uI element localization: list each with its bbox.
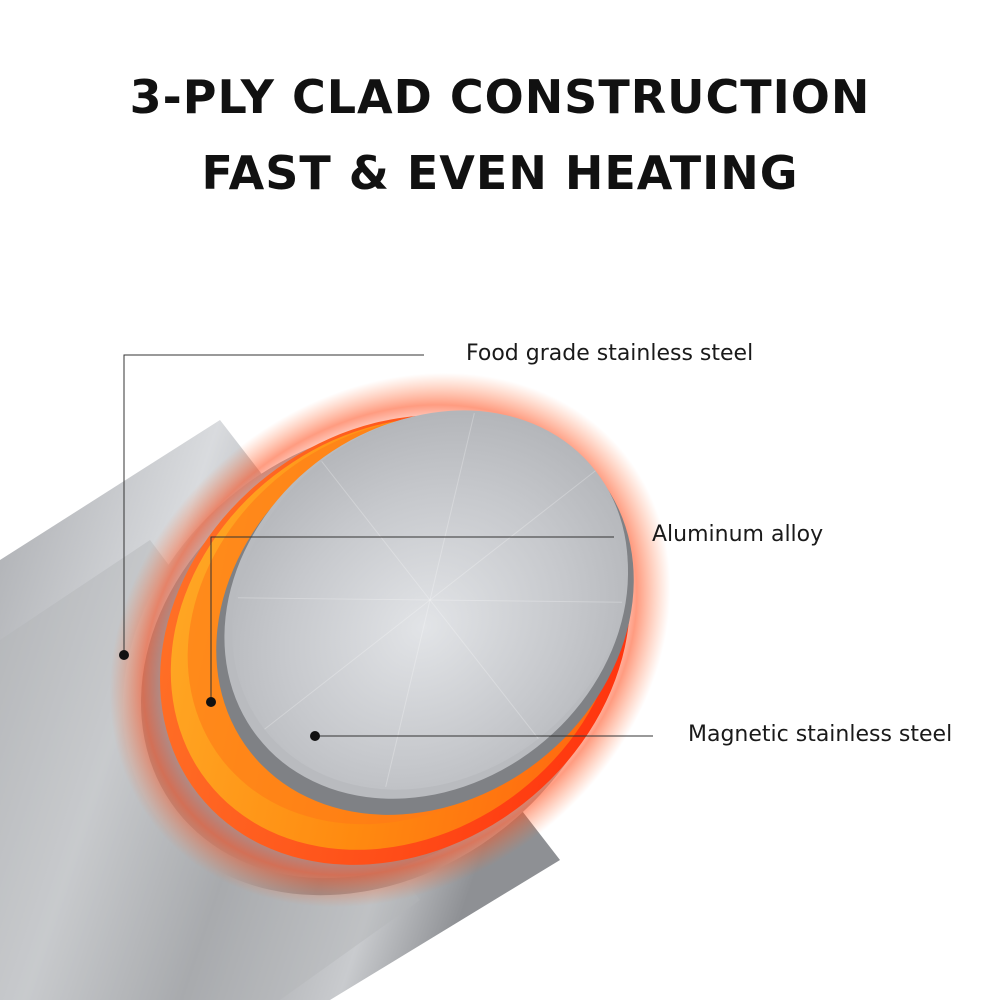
top-disc xyxy=(232,410,628,790)
callout-label-food-grade: Food grade stainless steel xyxy=(466,341,754,366)
callout-dots xyxy=(119,650,320,741)
callout-label-aluminum: Aluminum alloy xyxy=(652,522,824,547)
callout-dot-aluminum xyxy=(206,697,216,707)
callout-dot-food-grade xyxy=(119,650,129,660)
headline-line-2: FAST & EVEN HEATING xyxy=(201,146,799,200)
callout-dot-magnetic xyxy=(310,731,320,741)
callout-line-aluminum xyxy=(210,536,614,702)
callout-lines xyxy=(123,354,653,737)
headline-line-1: 3-PLY CLAD CONSTRUCTION xyxy=(129,70,871,124)
callout-label-magnetic: Magnetic stainless steel xyxy=(688,722,953,747)
callout-line-food-grade xyxy=(123,354,424,655)
